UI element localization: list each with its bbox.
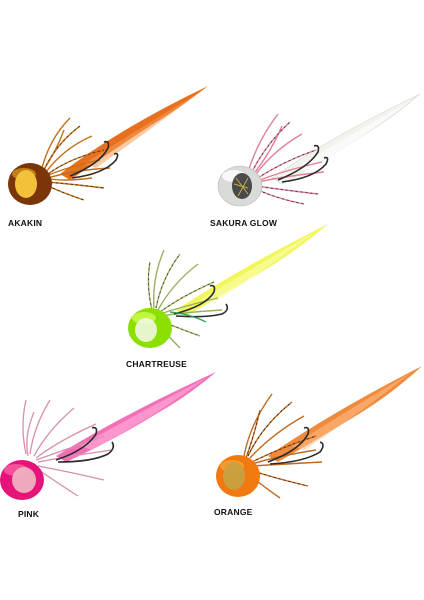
- head: [217, 165, 263, 207]
- variant-label-akakin: AKAKIN: [8, 218, 43, 228]
- hook: [277, 144, 329, 183]
- skirt-stripes: [148, 253, 215, 337]
- variant-label-pink: PINK: [18, 509, 40, 519]
- lure-akakin-image: [8, 86, 208, 205]
- skirt-stripes: [245, 401, 317, 487]
- skirt-stripes: [43, 125, 105, 201]
- head: [216, 455, 260, 497]
- head: [0, 460, 44, 500]
- hook: [69, 140, 119, 179]
- variant-label-orange: ORANGE: [214, 507, 253, 517]
- tail: [268, 366, 422, 462]
- variant-label-chartreuse: CHARTREUSE: [126, 359, 188, 369]
- head: [8, 163, 52, 205]
- lure-sakura-glow-image: [217, 93, 421, 207]
- hook: [169, 284, 229, 323]
- lure-chartreuse-image: [128, 224, 328, 349]
- lure-orange-image: [216, 366, 422, 499]
- hook: [55, 426, 115, 463]
- lure-pink-image: [0, 372, 216, 500]
- tail: [60, 86, 208, 180]
- hook: [267, 426, 324, 465]
- variant-label-sakura-glow: SAKURA GLOW: [210, 218, 278, 228]
- head: [128, 308, 172, 348]
